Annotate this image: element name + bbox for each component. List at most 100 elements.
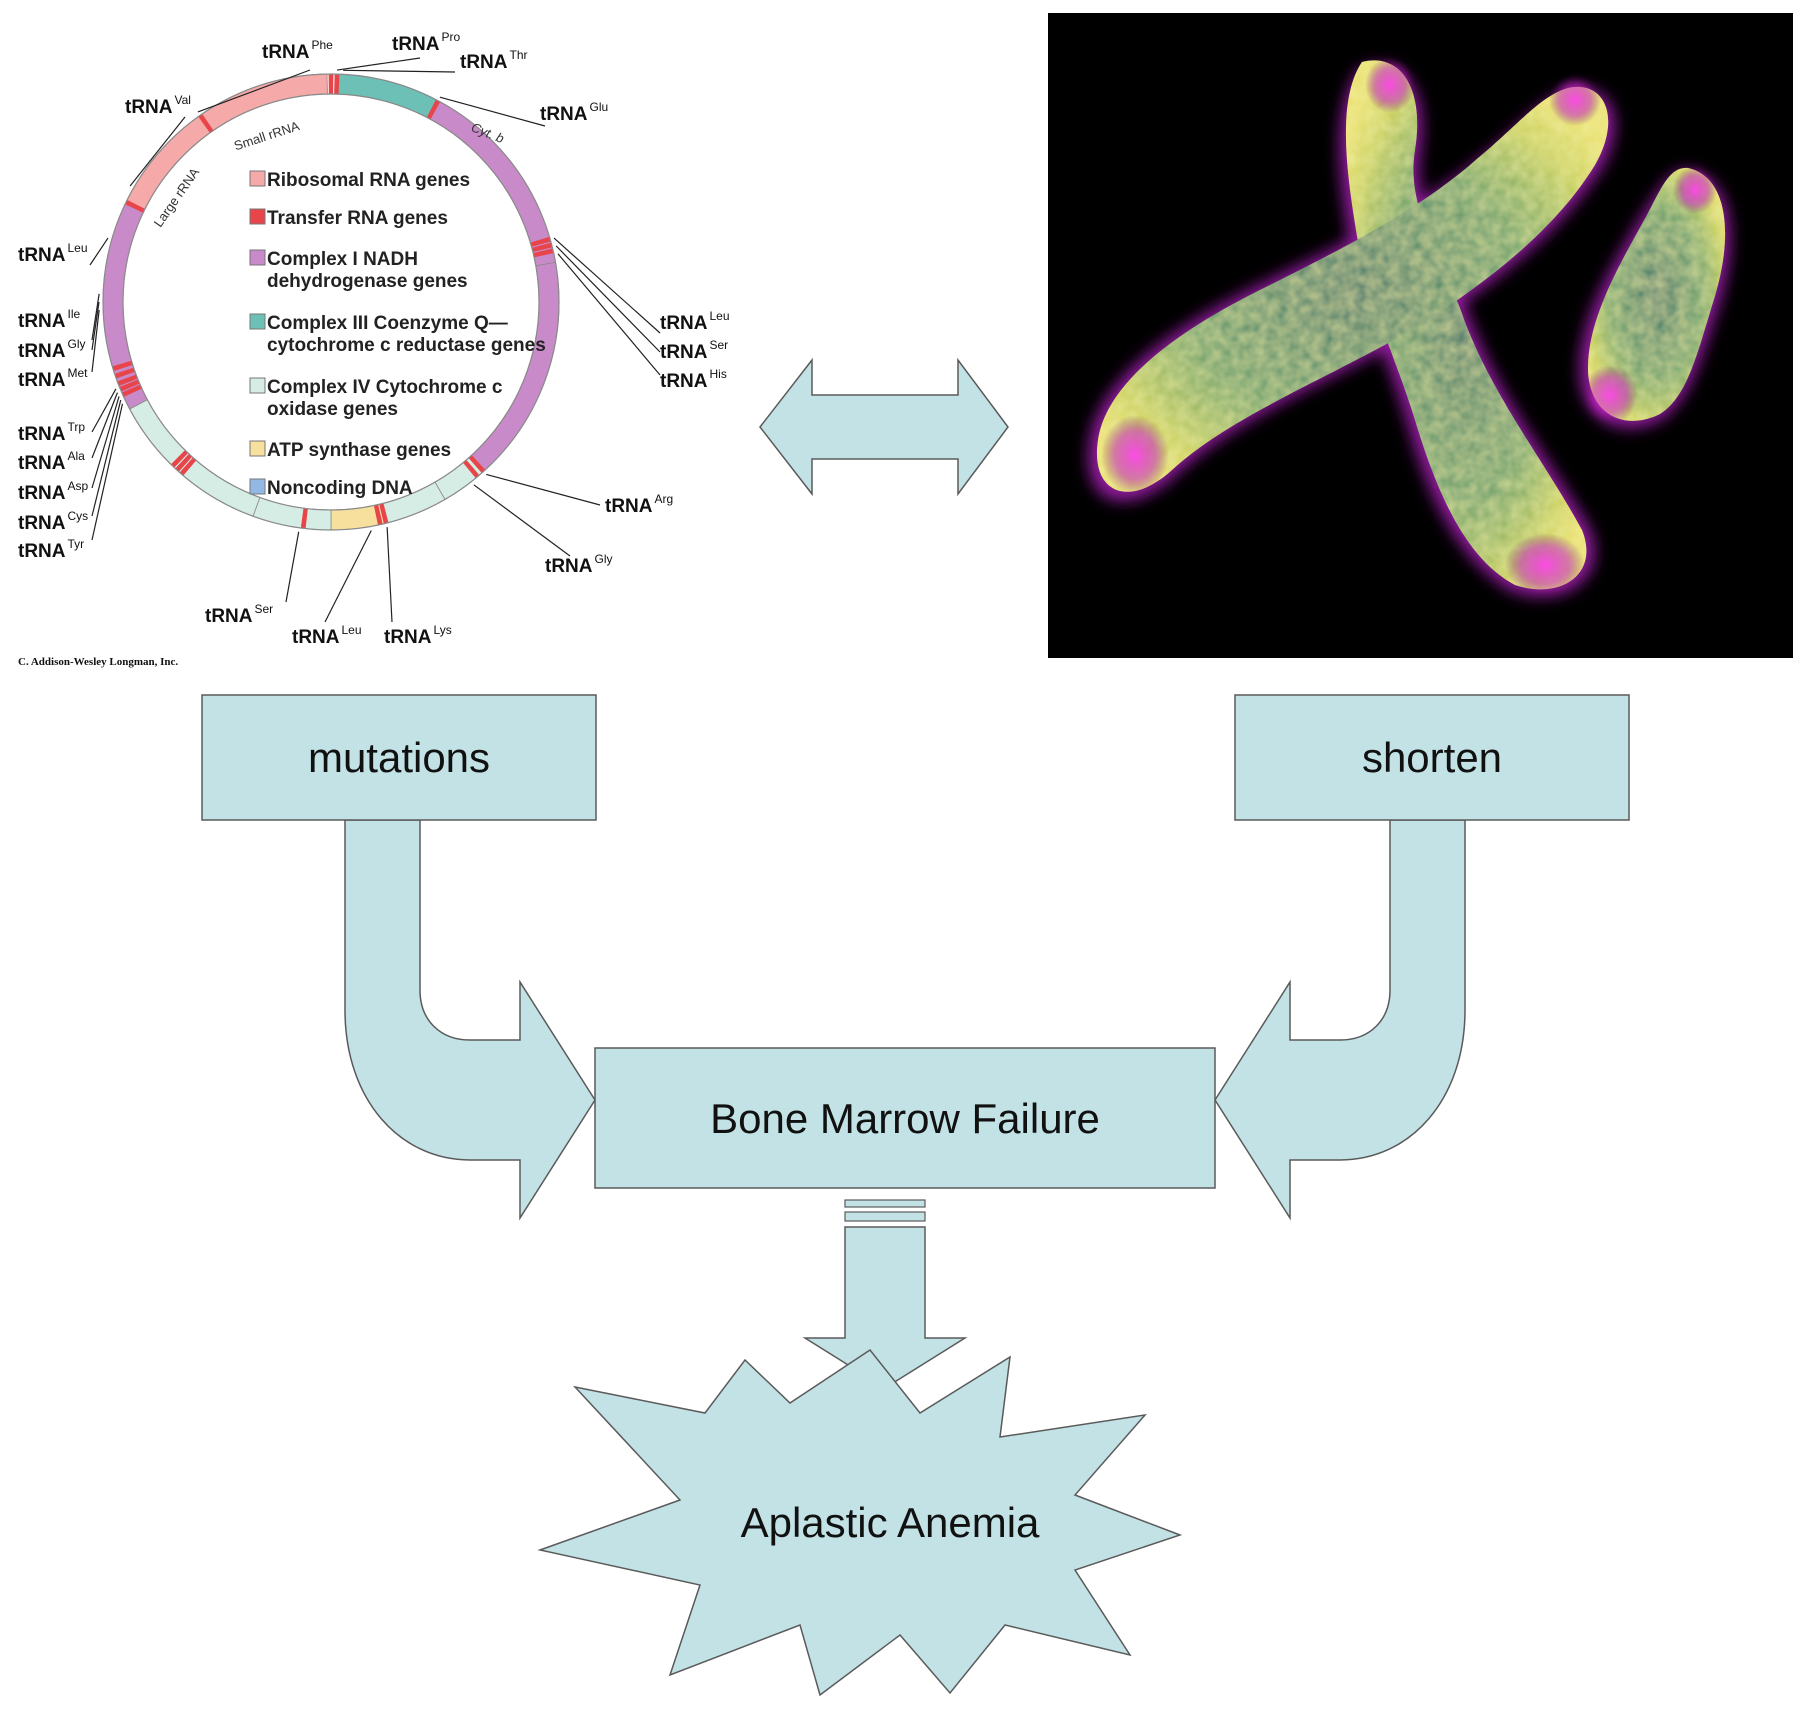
trna-gene-mark xyxy=(170,450,189,468)
legend-swatch-ribosomal xyxy=(249,170,266,187)
chromatid-cross xyxy=(1096,86,1609,492)
trna-leader-line xyxy=(197,69,311,113)
trna-leader-line xyxy=(343,69,456,73)
trna-leader-line xyxy=(473,484,571,557)
trna-gene-mark xyxy=(114,367,136,379)
flow-diagram: mutations shorten Bone Marrow Failure Ap… xyxy=(201,694,1630,1697)
ring-inner-edge xyxy=(122,93,540,511)
trna-gene-mark xyxy=(119,379,140,392)
small-rrna-label: Small rRNA xyxy=(232,118,302,153)
ring-segment xyxy=(102,201,148,410)
trna-gene-mark xyxy=(328,74,334,95)
legend-label-atp: ATP synthase genes xyxy=(267,440,451,461)
trna-leader-line xyxy=(91,392,119,459)
trna-leader-line xyxy=(91,293,100,341)
trna-gene-mark xyxy=(121,384,142,397)
legend-swatch-complex-iv xyxy=(249,377,266,394)
trna-leader-line xyxy=(129,116,186,187)
trna-gene-mark xyxy=(373,504,383,526)
aplastic-anemia-starburst xyxy=(537,1348,1183,1697)
trna-gene-mark xyxy=(426,99,441,120)
legend-label-complex-i: Complex I NADH xyxy=(267,249,418,270)
bone-marrow-failure-label: Bone Marrow Failure xyxy=(710,1095,1100,1142)
trna-leader-line xyxy=(91,301,100,351)
ring-segment xyxy=(469,261,560,473)
trna-leader-line xyxy=(386,527,393,623)
trna-leader-line xyxy=(555,245,661,353)
telomere-tip xyxy=(1505,533,1585,597)
trna-gene-mark xyxy=(530,236,551,247)
legend-label-complex-i-line2: dehydrogenase genes xyxy=(267,271,468,292)
trna-leader-line xyxy=(486,473,601,506)
telomere-tip xyxy=(1365,57,1415,113)
trna-ticks xyxy=(112,74,554,529)
legend-label-noncoding: Noncoding DNA xyxy=(267,478,413,499)
telomere-tip xyxy=(1582,365,1638,425)
striped-down-arrow xyxy=(802,1199,968,1389)
shorten-box xyxy=(1234,694,1630,821)
telomere-tip xyxy=(1101,415,1169,495)
legend-label-complex-iv-line2: oxidase genes xyxy=(267,399,398,420)
trna-leader-line xyxy=(336,57,421,71)
curved-arrow-right xyxy=(1214,819,1466,1221)
legend-label-transfer: Transfer RNA genes xyxy=(267,208,448,229)
bone-marrow-failure-box xyxy=(594,1047,1216,1189)
legend-swatch-complex-i xyxy=(249,249,266,266)
mutations-label: mutations xyxy=(308,734,490,781)
trna-gene-mark xyxy=(179,457,197,476)
gene-legend: Ribosomal RNA genes Transfer RNA genes C… xyxy=(249,170,546,499)
trna-leader-line xyxy=(91,388,117,433)
trna-gene-mark xyxy=(334,74,340,95)
genome-ring xyxy=(102,73,560,531)
trna-gene-mark xyxy=(117,374,138,386)
ring-segment xyxy=(252,496,332,531)
trna-gene-mark xyxy=(198,113,214,133)
aplastic-anemia-label: Aplastic Anemia xyxy=(741,1499,1040,1546)
trna-leader-line xyxy=(91,396,120,489)
trna-gene-mark xyxy=(300,508,308,529)
chromosome-small xyxy=(1588,167,1726,421)
legend-label-complex-iii: Complex III Coenzyme Q— xyxy=(267,313,508,334)
ring-outer-edge xyxy=(102,73,560,531)
trna-leader-line xyxy=(553,237,661,334)
trna-gene-mark xyxy=(533,248,554,258)
trna-gene-mark xyxy=(463,459,480,479)
shorten-label: shorten xyxy=(1362,734,1502,781)
trna-gene-mark xyxy=(125,199,146,213)
trna-leader-line xyxy=(557,253,661,376)
chromatid-long xyxy=(1345,60,1587,590)
ring-segment xyxy=(129,399,261,517)
legend-swatch-complex-iii xyxy=(249,313,266,330)
trna-leader-line xyxy=(91,403,124,541)
curved-arrow-left xyxy=(344,819,596,1221)
trna-gene-mark xyxy=(112,360,133,371)
legend-label-ribosomal: Ribosomal RNA genes xyxy=(267,170,470,191)
trna-leader-line xyxy=(285,531,300,603)
trna-gene-mark xyxy=(379,503,389,524)
trna-gene-mark xyxy=(531,242,553,253)
chromosome-image xyxy=(1048,13,1793,658)
mito-genome-map: Small rRNA Large rRNA Cyt. b Ribosomal R… xyxy=(18,30,730,668)
